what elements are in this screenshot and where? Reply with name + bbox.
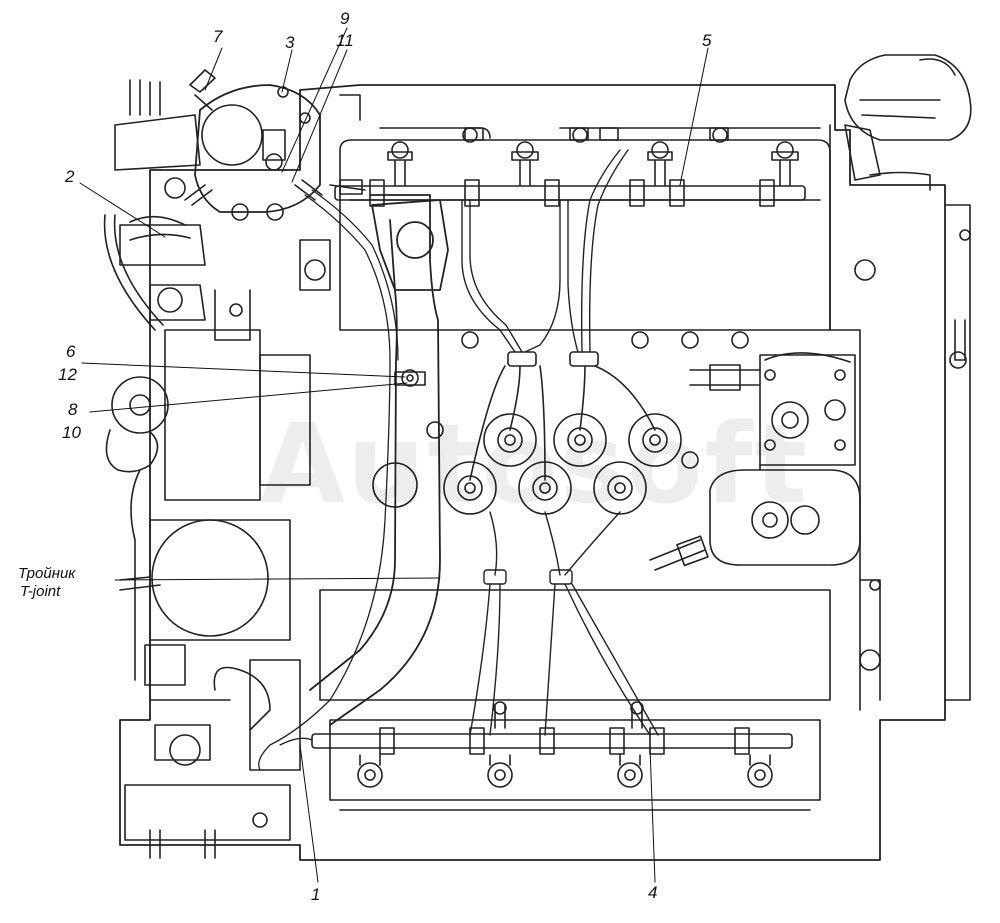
callout-6: 6 [66,342,76,361]
lower-fuel-rail [311,701,793,788]
callout-3: 3 [285,33,295,52]
watermark: Autosoft [260,400,810,528]
injector-cluster [372,331,749,515]
upper-fuel-pipes [461,149,629,353]
fuel-pump [184,69,366,221]
tee-label-en: T-joint [20,583,61,600]
callout-2: 2 [65,167,75,186]
callout-5: 5 [702,31,712,50]
callout-8: 8 [68,400,78,419]
callout-10: 10 [62,423,81,442]
callout-9: 9 [340,9,350,28]
callout-4: 4 [648,883,658,902]
left-accessories [103,79,331,681]
air-intake-top-right [844,54,972,191]
callout-12: 12 [58,365,77,384]
lower-fuel-pipes [469,511,659,736]
intake-pipe [309,194,449,726]
lower-valve-cover [319,589,831,811]
bracket-bolt [394,369,426,387]
fuel-return-line [258,189,399,771]
callout-7: 7 [213,27,223,46]
lower-left-assembly [119,519,301,859]
right-assembly [649,229,971,701]
upper-fuel-rail [334,127,806,207]
callout-11: 11 [336,31,354,50]
callout-1: 1 [311,885,321,904]
leader-lines [79,27,709,883]
tee-label-ru: Тройник [18,565,76,582]
